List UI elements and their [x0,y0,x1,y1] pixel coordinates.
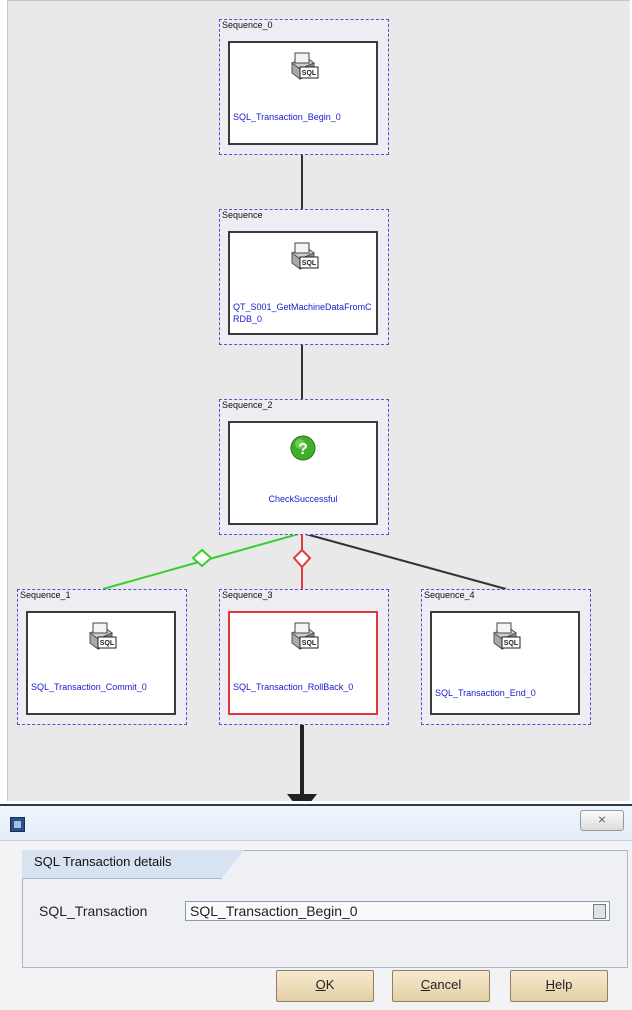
cancel-label: ancel [430,977,462,992]
sequence-block[interactable]: Sequence_2 ? CheckSuccessful [219,399,389,535]
action-name: SQL_Transaction_Commit_0 [31,682,147,692]
action-node[interactable]: SQL SQL_Transaction_Begin_0 [228,41,378,145]
svg-text:SQL: SQL [302,70,317,77]
action-node[interactable]: SQL QT_S001_GetMachineDataFromCRDB_0 [228,231,378,335]
sql-transaction-label: SQL_Transaction [39,903,148,919]
help-button[interactable]: Help [510,970,608,1002]
svg-text:SQL: SQL [504,640,519,647]
sql-icon: SQL [89,622,117,650]
ok-mnemonic: O [315,977,326,992]
action-node[interactable]: ? CheckSuccessful [228,421,378,525]
sql-icon: SQL [291,242,319,270]
action-node-selected[interactable]: SQL SQL_Transaction_RollBack_0 [228,611,378,715]
workflow-canvas[interactable]: Sequence_0 SQL SQL_Transaction_Begin_0 S… [7,0,630,801]
link-success [102,532,303,590]
sequence-block[interactable]: Sequence_4 SQL SQL_Transaction_End_0 [421,589,591,725]
action-name: SQL_Transaction_End_0 [435,688,536,698]
ok-label: K [325,977,335,992]
svg-text:SQL: SQL [100,640,115,647]
sequence-block[interactable]: Sequence_0 SQL SQL_Transaction_Begin_0 [219,19,389,155]
group-header [22,850,244,879]
ok-button[interactable]: OK [276,970,374,1002]
error-diamond-icon [292,548,312,569]
sequence-block[interactable]: Sequence SQL QT_S001_GetMachineDataFromC… [219,209,389,345]
svg-text:SQL: SQL [302,640,317,647]
value-help-icon[interactable] [593,904,606,919]
help-mnemonic: H [545,977,556,992]
sequence-label: Sequence_3 [222,590,273,600]
action-name: SQL_Transaction_Begin_0 [233,112,341,122]
dialog-titlebar[interactable]: ⨯ [0,806,632,841]
action-name: SQL_Transaction_RollBack_0 [233,682,354,692]
sequence-label: Sequence [222,210,263,220]
svg-text:?: ? [298,441,308,458]
sql-transaction-input[interactable]: SQL_Transaction_Begin_0 [185,901,610,921]
cancel-mnemonic: C [420,977,431,992]
sql-icon: SQL [493,622,521,650]
cancel-button[interactable]: Cancel [392,970,490,1002]
down-arrow-icon [287,794,317,801]
sql-icon: SQL [291,52,319,80]
sql-transaction-dialog: ⨯ SQL Transaction details SQL_Transactio… [0,804,632,1010]
success-diamond-icon [191,548,213,568]
sequence-block[interactable]: Sequence_1 SQL SQL_Transaction_Commit_0 [17,589,187,725]
action-name: CheckSuccessful [268,494,338,504]
sequence-label: Sequence_1 [20,590,71,600]
svg-text:SQL: SQL [302,260,317,267]
app-icon [10,817,25,832]
action-name: QT_S001_GetMachineDataFromCRDB_0 [233,302,372,324]
question-icon: ? [290,435,316,461]
sequence-label: Sequence_2 [222,400,273,410]
group-title: SQL Transaction details [34,854,172,869]
help-label: elp [555,977,573,992]
sequence-label: Sequence_4 [424,590,475,600]
sequence-block[interactable]: Sequence_3 SQL SQL_Transaction_RollBack_… [219,589,389,725]
action-node[interactable]: SQL SQL_Transaction_End_0 [430,611,580,715]
sequence-label: Sequence_0 [222,20,273,30]
action-node[interactable]: SQL SQL_Transaction_Commit_0 [26,611,176,715]
close-button[interactable]: ⨯ [580,810,624,831]
link-end [301,532,507,590]
sql-icon: SQL [291,622,319,650]
